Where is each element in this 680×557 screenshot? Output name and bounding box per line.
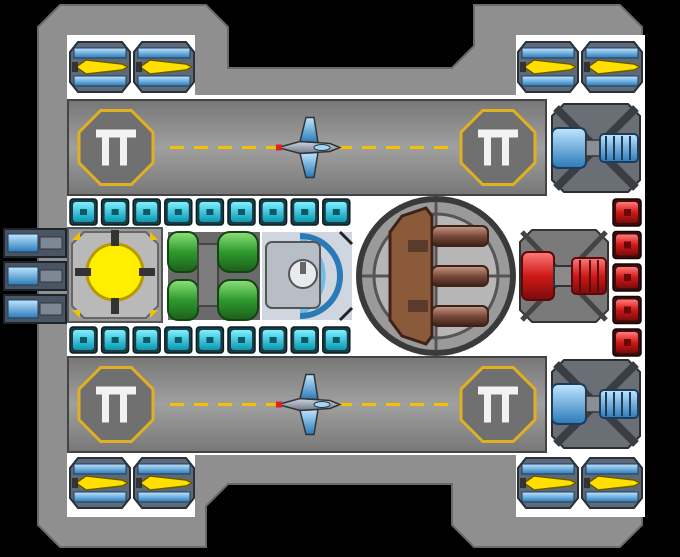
thruster-icon[interactable] (581, 41, 643, 93)
thruster-icon[interactable] (581, 457, 643, 509)
blue-cannon-module[interactable] (551, 359, 641, 449)
armor-block-red[interactable] (612, 263, 642, 292)
side-engine-icon[interactable] (3, 294, 67, 324)
armor-block-cyan[interactable] (322, 198, 351, 226)
fuel-tank-module[interactable] (167, 231, 260, 321)
armor-block-cyan[interactable] (69, 326, 98, 354)
hangar-top[interactable] (67, 99, 547, 196)
armor-block-cyan[interactable] (195, 326, 225, 354)
armor-block-cyan[interactable] (290, 198, 319, 226)
fighter-top-icon[interactable] (275, 116, 343, 179)
red-weapon-module[interactable] (519, 229, 609, 323)
main-cannon-turret[interactable] (356, 196, 516, 356)
reactor-module[interactable] (67, 227, 163, 323)
armor-block-cyan[interactable] (258, 326, 288, 354)
reactor-core-icon (85, 242, 145, 302)
landing-pad-icon[interactable] (459, 109, 537, 186)
armor-block-cyan[interactable] (227, 198, 256, 226)
armor-block-cyan[interactable] (227, 326, 256, 354)
armor-block-red[interactable] (612, 198, 642, 227)
shield-module[interactable] (262, 230, 354, 322)
armor-block-cyan[interactable] (195, 198, 225, 226)
landing-pad-icon[interactable] (77, 366, 155, 443)
fighter-bottom-icon[interactable] (275, 373, 343, 436)
armor-block-cyan[interactable] (69, 198, 98, 226)
landing-pad-icon[interactable] (459, 366, 537, 443)
thruster-icon[interactable] (69, 41, 131, 93)
armor-block-cyan[interactable] (164, 198, 193, 226)
armor-block-cyan[interactable] (322, 326, 351, 354)
armor-block-cyan[interactable] (164, 326, 193, 354)
thruster-icon[interactable] (133, 457, 195, 509)
armor-block-cyan[interactable] (290, 326, 319, 354)
armor-block-red[interactable] (612, 295, 642, 325)
thruster-icon[interactable] (517, 41, 579, 93)
armor-block-cyan[interactable] (132, 198, 161, 226)
armor-block-cyan[interactable] (100, 198, 130, 226)
landing-pad-icon[interactable] (77, 109, 155, 186)
armor-block-cyan[interactable] (258, 198, 288, 226)
armor-block-cyan[interactable] (100, 326, 130, 354)
hangar-bottom[interactable] (67, 356, 547, 453)
side-engine-icon[interactable] (3, 228, 67, 258)
blue-cannon-module[interactable] (551, 103, 641, 193)
armor-block-cyan[interactable] (132, 326, 161, 354)
armor-block-red[interactable] (612, 328, 642, 357)
thruster-icon[interactable] (517, 457, 579, 509)
thruster-icon[interactable] (69, 457, 131, 509)
armor-block-red[interactable] (612, 230, 642, 260)
side-engine-icon[interactable] (3, 261, 67, 291)
thruster-icon[interactable] (133, 41, 195, 93)
